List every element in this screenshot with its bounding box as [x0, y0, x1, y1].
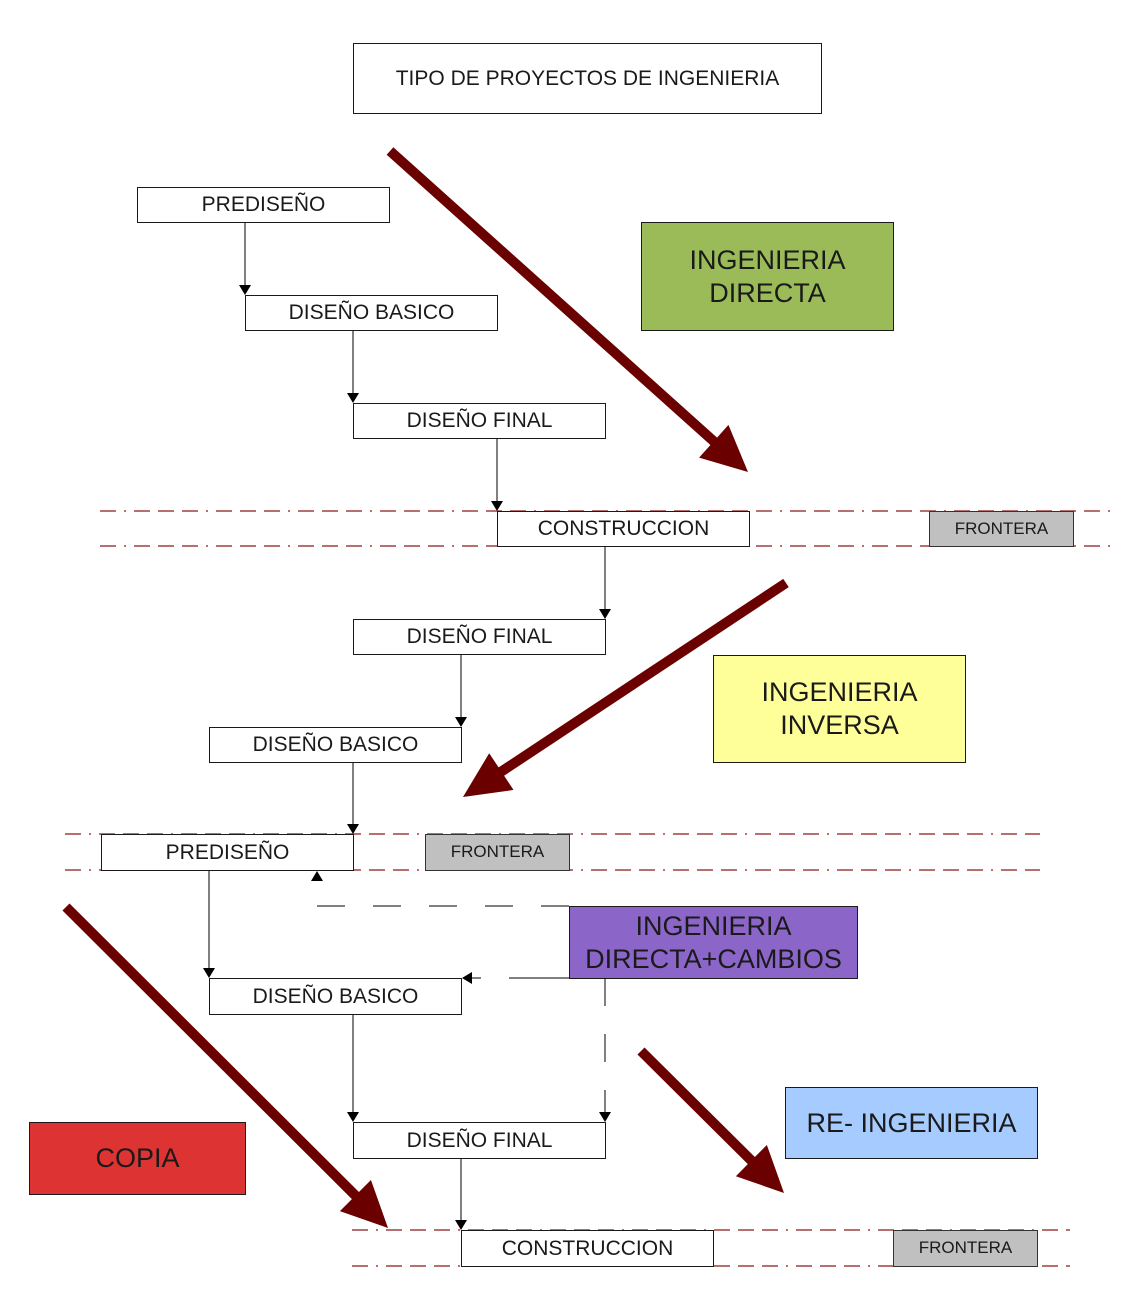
- category-ingenieria-directa: INGENIERIA DIRECTA: [641, 222, 894, 331]
- step-construccion: CONSTRUCCION: [497, 511, 750, 547]
- diagram-title: TIPO DE PROYECTOS DE INGENIERIA: [353, 43, 822, 114]
- frontera-label-3: FRONTERA: [893, 1230, 1038, 1267]
- dashed-feedback-prediseno: [311, 871, 569, 907]
- arrow-ingenieria-directa: [386, 147, 748, 472]
- arrow-copia: [62, 903, 388, 1228]
- category-ingenieria-directa-cambios: INGENIERIA DIRECTA+CAMBIOS: [569, 906, 858, 979]
- step-diseno-basico-cambios: DISEÑO BASICO: [209, 978, 462, 1015]
- arrow-re-ingenieria: [637, 1047, 784, 1193]
- step-diseno-basico-inversa: DISEÑO BASICO: [209, 727, 462, 763]
- step-diseno-basico: DISEÑO BASICO: [245, 295, 498, 331]
- step-diseno-final-cambios: DISEÑO FINAL: [353, 1122, 606, 1159]
- flow-connectors: [203, 222, 611, 1230]
- step-diseno-final-inversa: DISEÑO FINAL: [353, 619, 606, 655]
- step-diseno-final: DISEÑO FINAL: [353, 403, 606, 439]
- category-copia: COPIA: [29, 1122, 246, 1195]
- arrow-ingenieria-inversa: [463, 578, 789, 797]
- category-arrows: [62, 147, 789, 1228]
- step-construccion-cambios: CONSTRUCCION: [461, 1230, 714, 1267]
- category-re-ingenieria: RE- INGENIERIA: [785, 1087, 1038, 1159]
- step-prediseno: PREDISEÑO: [137, 187, 390, 223]
- category-ingenieria-inversa: INGENIERIA INVERSA: [713, 655, 966, 763]
- frontera-label-1: FRONTERA: [929, 511, 1074, 547]
- frontera-label-2: FRONTERA: [425, 834, 570, 871]
- step-prediseno-inversa: PREDISEÑO: [101, 834, 354, 871]
